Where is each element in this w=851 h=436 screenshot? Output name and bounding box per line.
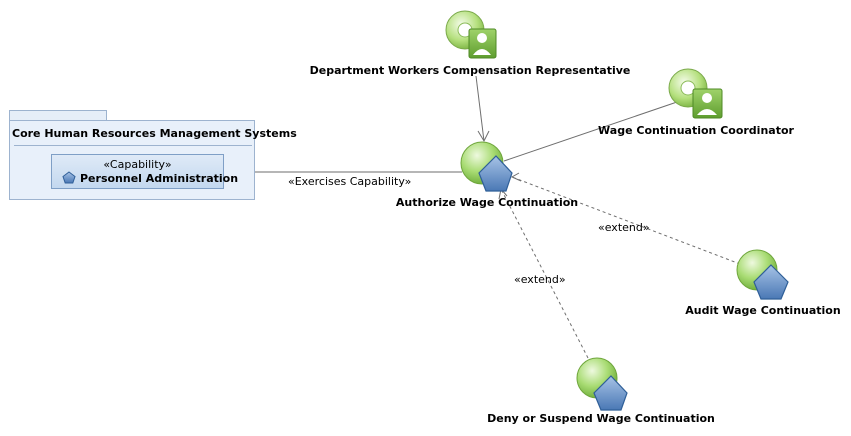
- exercises-capability-label: «Exercises Capability»: [288, 175, 412, 188]
- coordinator-association[interactable]: [503, 101, 678, 162]
- extend-deny-label: «extend»: [514, 273, 566, 286]
- audit-use-case-label: Audit Wage Continuation: [685, 304, 841, 317]
- dept-rep-arrowhead: [477, 130, 490, 143]
- extend-deny-connector[interactable]: [500, 188, 589, 359]
- authorize-use-case-icon[interactable]: [460, 141, 513, 192]
- dept-rep-actor-label: Department Workers Compensation Represen…: [309, 64, 631, 77]
- extend-audit-label: «extend»: [598, 221, 650, 234]
- capability-stereotype: «Capability»: [103, 158, 172, 171]
- coordinator-actor-icon[interactable]: [668, 68, 723, 119]
- extend-audit-arrowhead: [510, 172, 522, 182]
- extend-audit-connector[interactable]: [511, 176, 741, 265]
- capability-element[interactable]: «Capability» Personnel Administration: [51, 154, 238, 189]
- package-title: Core Human Resources Management Systems: [12, 127, 297, 140]
- audit-use-case-icon[interactable]: [736, 249, 789, 300]
- capability-pentagon-icon: [62, 171, 76, 184]
- dept-rep-actor-icon[interactable]: [445, 10, 497, 59]
- deny-use-case-label: Deny or Suspend Wage Continuation: [487, 412, 715, 425]
- authorize-use-case-label: Authorize Wage Continuation: [395, 196, 579, 209]
- dept-rep-association[interactable]: [475, 75, 485, 142]
- package-divider: [14, 145, 252, 146]
- capability-name: Personnel Administration: [80, 172, 239, 185]
- coordinator-actor-label: Wage Continuation Coordinator: [598, 124, 794, 137]
- deny-use-case-icon[interactable]: [576, 357, 628, 411]
